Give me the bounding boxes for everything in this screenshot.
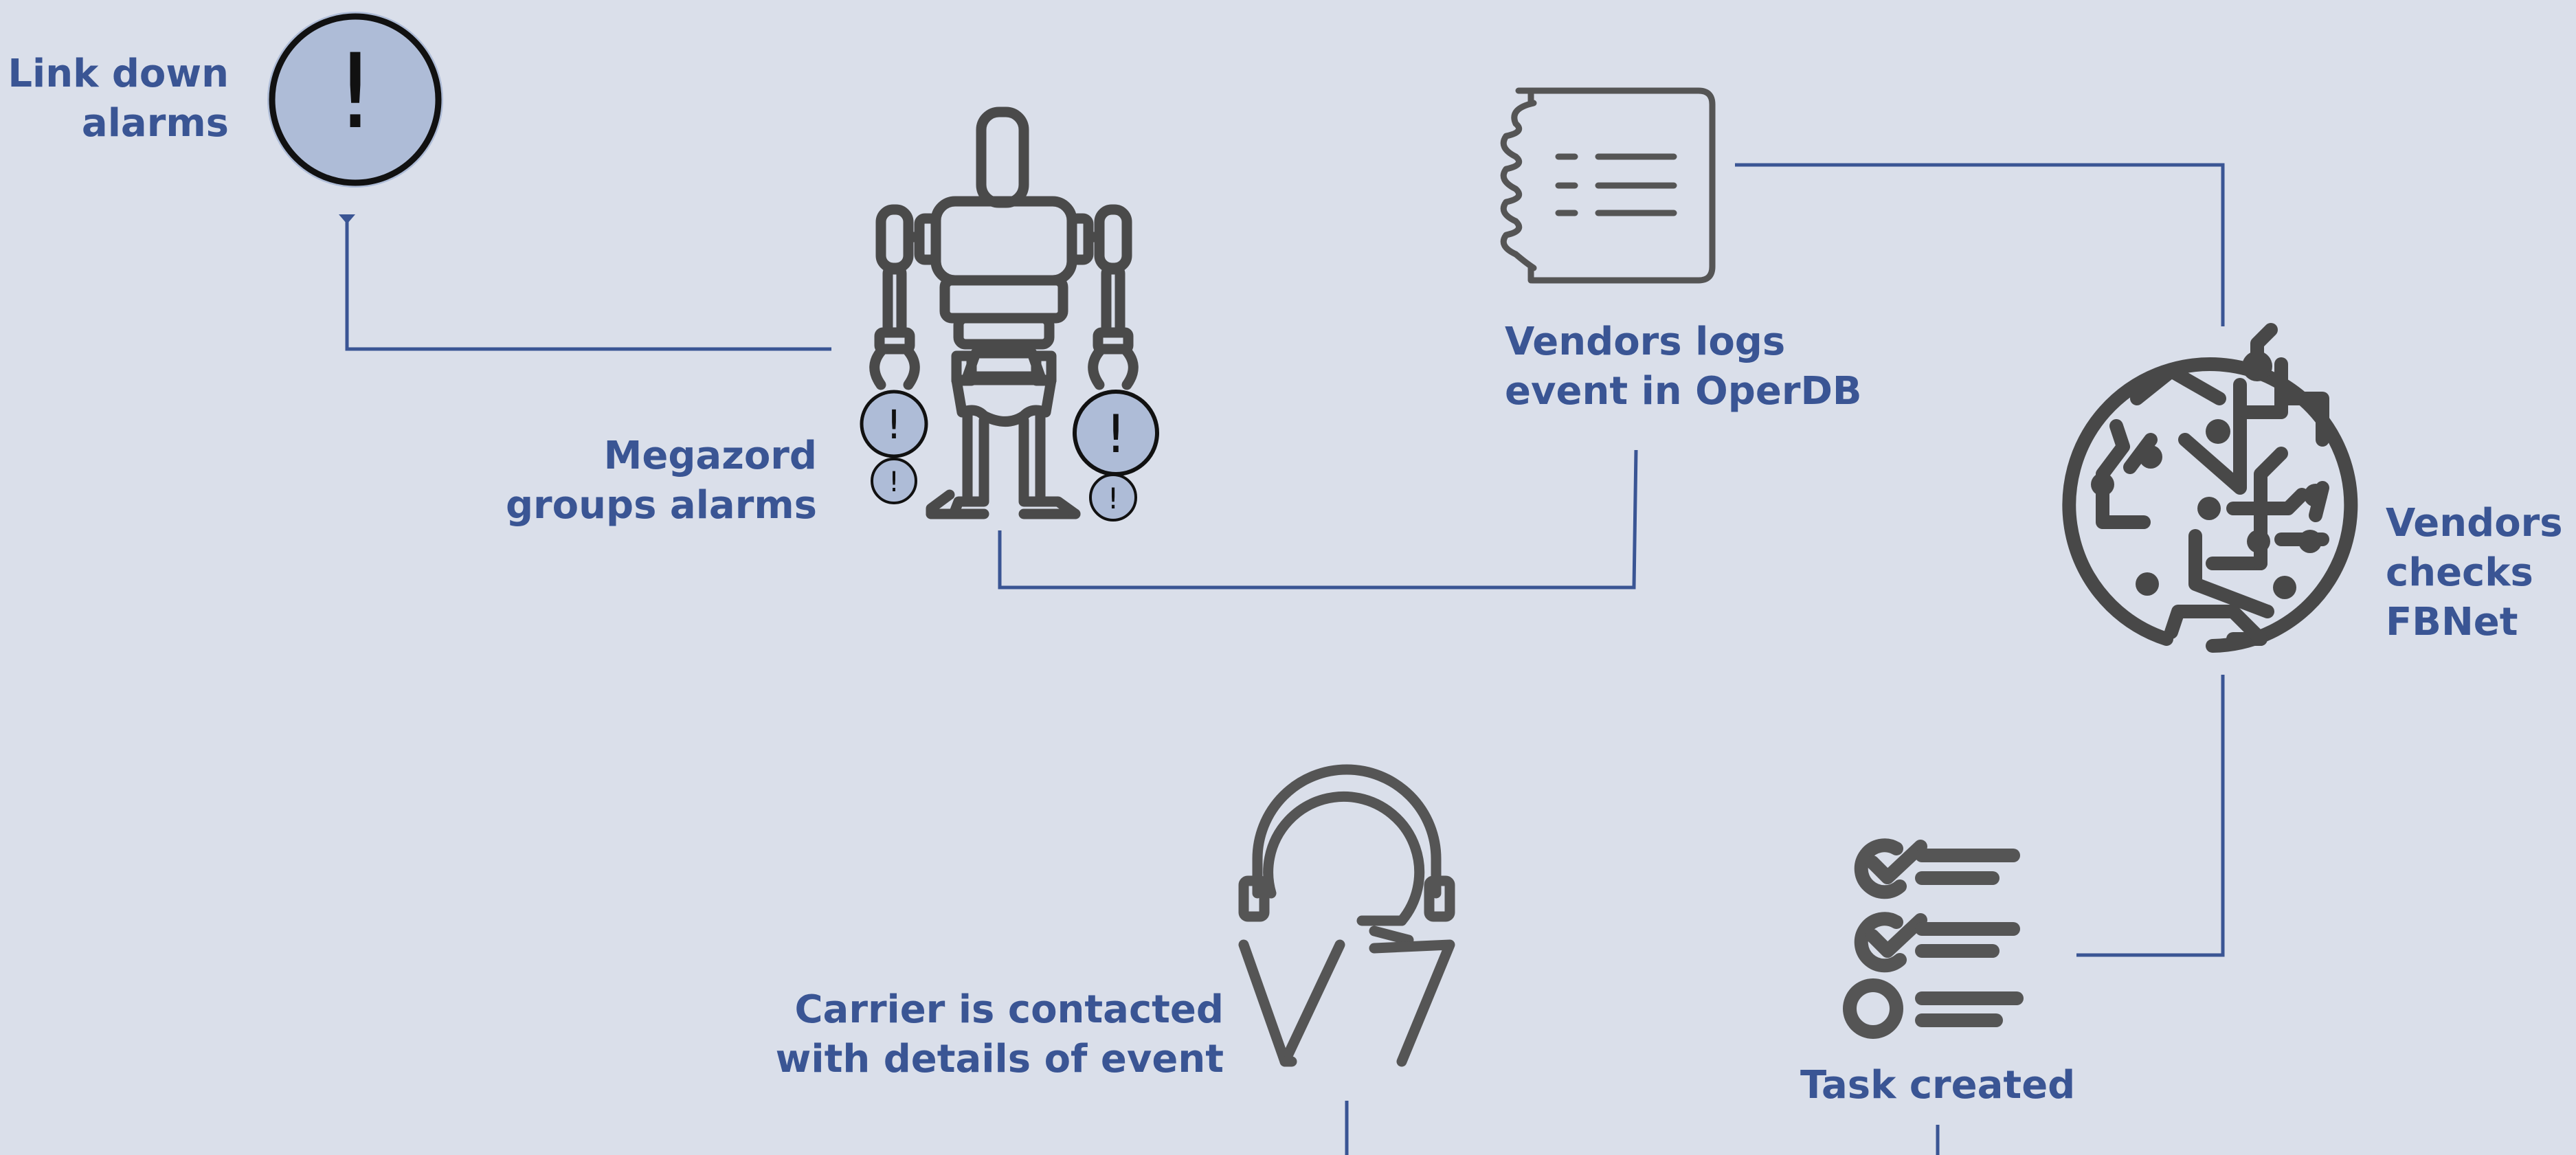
svg-text:!: ! [1108,482,1119,515]
alarm-badge-left-small: ! [871,458,917,504]
circuit-nodes [2091,351,2327,599]
label-line: groups alarms [505,483,817,528]
label-line: Vendors [2386,501,2563,546]
label-carrier: Carrier is contacted with details of eve… [776,985,1224,1084]
circuit-icon [2062,323,2358,653]
label-line: Megazord [603,434,817,478]
label-link-down: Link down alarms [8,49,229,148]
label-line: Task created [1800,1063,2076,1108]
label-task-created: Task created [1800,1061,2075,1110]
svg-text:!: ! [888,467,899,498]
label-line: Link down [8,52,229,96]
label-line: checks [2386,550,2533,595]
svg-text:!: ! [1106,403,1126,464]
connector-megazord-to-vendors-logs [998,449,1638,590]
notebook-icon [1500,87,1716,284]
label-vendors-logs: Vendors logs event in OperDB [1505,317,1862,416]
svg-text:!: ! [335,32,376,152]
label-vendors-checks: Vendors checks FBNet [2386,499,2563,647]
label-line: FBNet [2386,600,2518,644]
label-megazord: Megazord groups alarms [506,431,817,530]
label-line: event in OperDB [1505,369,1862,414]
alert-icon: ! [267,12,443,188]
label-line: alarms [81,101,229,146]
connectors [339,163,2225,1155]
headset-icon [1238,764,1455,1067]
label-line: Vendors logs [1505,319,1786,364]
alarm-badge-right-large: ! [1073,390,1159,476]
checklist-icon [1843,838,2024,1039]
arrowhead-link-down [339,214,355,224]
alarm-badge-left-large: ! [860,390,928,458]
connector-checks-to-task [2076,675,2225,957]
connector-vendors-logs-to-checks [1735,163,2225,326]
alarm-badge-right-small: ! [1089,473,1137,522]
label-line: Carrier is contacted [794,987,1224,1032]
connector-megazord-to-link-down [345,218,831,351]
svg-text:!: ! [886,401,901,448]
robot-icon [869,106,1139,519]
label-line: with details of event [775,1037,1224,1081]
